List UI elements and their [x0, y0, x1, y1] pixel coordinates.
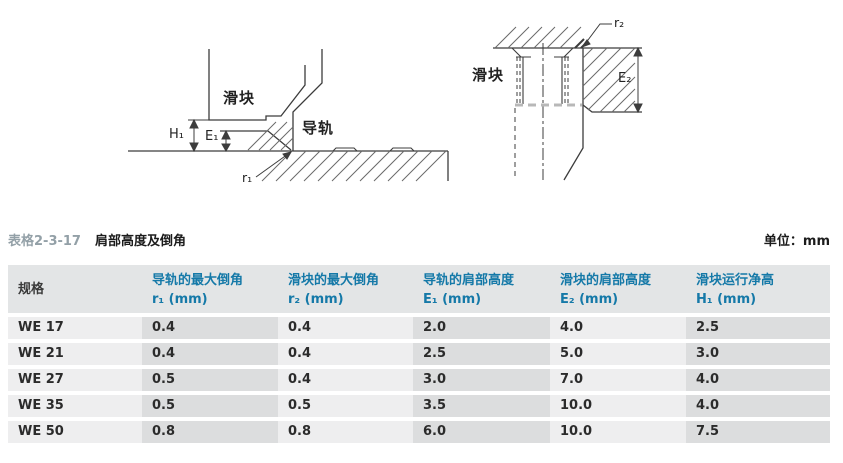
r2-cell: 0.5 [278, 395, 413, 417]
e2-cell: 10.0 [550, 421, 686, 443]
r1-dimension-label: r₁ [242, 170, 253, 185]
spec-cell: WE 17 [8, 317, 142, 339]
shoulder-outline [220, 130, 292, 151]
r2-cell: 0.4 [278, 369, 413, 391]
r1-cell: 0.5 [142, 395, 278, 417]
r2-dimension-label: r₂ [614, 15, 625, 30]
table-number: 表格2-3-17 [8, 234, 81, 249]
table-row: WE 21 0.4 0.4 2.5 5.0 3.0 [8, 343, 830, 365]
r2-cell: 0.4 [278, 317, 413, 339]
bolt-shank [522, 57, 563, 104]
diagram-linework [128, 23, 643, 182]
r1-leader [255, 153, 289, 178]
table-row: WE 17 0.4 0.4 2.0 4.0 2.5 [8, 317, 830, 339]
e1-cell: 2.0 [413, 317, 550, 339]
shoulder-bottom [582, 104, 642, 113]
h1-cell: 2.5 [686, 317, 830, 339]
slider-right-face [563, 48, 584, 181]
e1-cell: 3.0 [413, 369, 550, 391]
h1-cell: 3.0 [686, 343, 830, 365]
e2-cell: 7.0 [550, 369, 686, 391]
e1-cell: 2.5 [413, 343, 550, 365]
left-slider-label: 滑块 [223, 89, 256, 107]
r1-cell: 0.4 [142, 317, 278, 339]
technical-diagrams: 滑块 导轨 H₁ E₁ r₁ 滑块 r₂ E₂ [0, 0, 843, 224]
e2-cell: 10.0 [550, 395, 686, 417]
spec-cell: WE 27 [8, 369, 142, 391]
r1-cell: 0.4 [142, 343, 278, 365]
countersink [511, 47, 574, 58]
slider-shoulder-diagram [493, 47, 642, 181]
spec-cell: WE 35 [8, 395, 142, 417]
right-slider-label: 滑块 [472, 66, 505, 84]
rail-outline [292, 49, 323, 151]
r1-cell: 0.5 [142, 369, 278, 391]
e1-cell: 3.5 [413, 395, 550, 417]
right-dimensions [580, 23, 643, 114]
h1-cell: 4.0 [686, 369, 830, 391]
rail-label: 导轨 [302, 119, 335, 137]
r2-cell: 0.8 [278, 421, 413, 443]
r1-cell: 0.8 [142, 421, 278, 443]
base-lands [332, 147, 415, 152]
col-header-spec: 规格 [18, 282, 45, 297]
e1-dimension-label: E₁ [205, 129, 219, 144]
r2-leader [584, 23, 612, 45]
spec-cell: WE 21 [8, 343, 142, 365]
h1-cell: 7.5 [686, 421, 830, 443]
left-hatching [247, 121, 447, 182]
e1-cell: 6.0 [413, 421, 550, 443]
e2-cell: 4.0 [550, 317, 686, 339]
table-title: 肩部高度及倒角 [94, 234, 186, 249]
h1-cell: 4.0 [686, 395, 830, 417]
base-surface [128, 150, 449, 181]
e2-cell: 5.0 [550, 343, 686, 365]
spec-cell: WE 50 [8, 421, 142, 443]
table-caption: 表格2-3-17 肩部高度及倒角 单位：mm [8, 230, 830, 249]
e2-dimension-label: E₂ [618, 71, 632, 86]
h1-dimension-label: H₁ [169, 127, 184, 142]
r2-cell: 0.4 [278, 343, 413, 365]
table-row: WE 35 0.5 0.5 3.5 10.0 4.0 [8, 395, 830, 417]
slider-outline [208, 49, 306, 121]
rail-shoulder-diagram [128, 49, 449, 181]
left-dimensions [189, 118, 293, 178]
unit-label: 单位：mm [763, 234, 830, 249]
table-row: WE 27 0.5 0.4 3.0 7.0 4.0 [8, 369, 830, 391]
right-hidden-lines [514, 43, 582, 180]
table-row: WE 50 0.8 0.8 6.0 10.0 7.5 [8, 421, 830, 443]
